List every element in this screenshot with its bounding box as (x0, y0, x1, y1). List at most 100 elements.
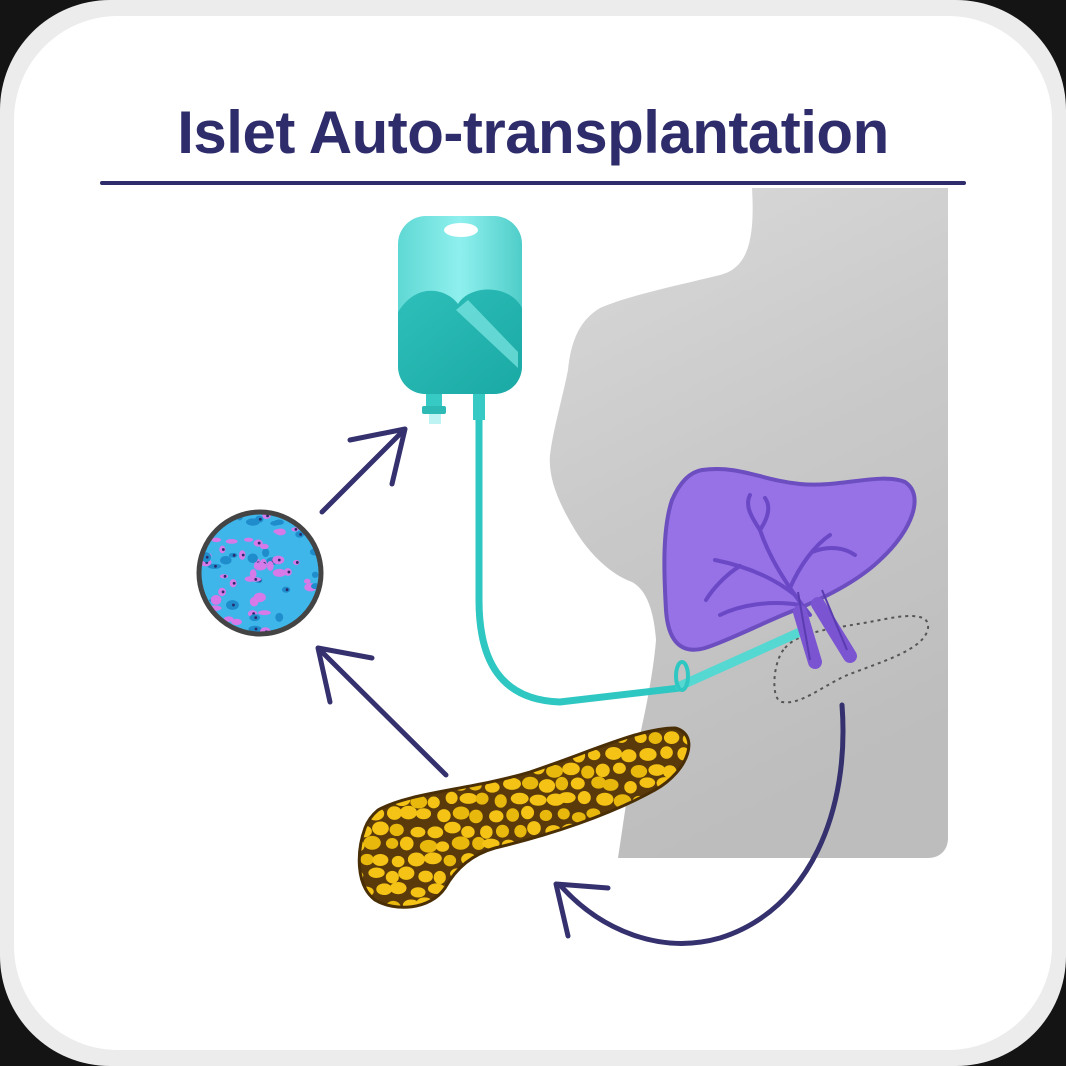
pancreas-lobule (438, 900, 453, 908)
islet-nucleus (258, 517, 262, 521)
pancreas-lobule (440, 733, 456, 747)
pancreas-lobule (506, 808, 520, 822)
islet-nucleus (221, 548, 225, 551)
pancreas-lobule (588, 897, 607, 908)
iv-bag-icon (398, 216, 522, 424)
islet-cell (225, 539, 238, 544)
pancreas-lobule (618, 898, 636, 908)
pancreas-lobule (621, 749, 637, 763)
pancreas-lobule (460, 765, 473, 776)
islet-cell (245, 518, 260, 526)
pancreas-lobule (556, 839, 570, 850)
pancreas-lobule (520, 898, 538, 908)
pancreas-lobule (359, 840, 365, 852)
islet-cell (258, 610, 271, 616)
pancreas-lobule (398, 747, 413, 761)
pancreas-lobule (580, 854, 594, 866)
pancreas-lobule (534, 747, 551, 759)
pancreas-lobule (467, 898, 485, 908)
pancreas-lobule (425, 731, 440, 744)
pancreas-lobule (577, 791, 591, 805)
islet-nucleus (202, 530, 206, 533)
pancreas-lobule (359, 735, 371, 748)
pancreas-lobule (359, 749, 368, 764)
pancreas-lobule (359, 777, 366, 792)
pancreas-lobule (503, 872, 516, 883)
pancreas-lobule (624, 780, 637, 794)
pancreas-lobule (452, 806, 470, 820)
pancreas-lobule (639, 777, 656, 788)
islet-cell (200, 527, 209, 536)
pancreas-lobule (478, 736, 497, 747)
pancreas-lobule (520, 866, 533, 880)
pancreas-lobule (423, 852, 442, 865)
pancreas-lobule (544, 853, 560, 866)
pancreas-lobule (619, 728, 635, 730)
islet-cell (205, 616, 213, 621)
pancreas-lobule (472, 751, 485, 764)
pancreas-lobule (587, 749, 601, 761)
pancreas-lobule (475, 792, 489, 805)
pancreas-lobule (427, 826, 444, 839)
pancreas-lobule (502, 747, 516, 759)
pancreas-lobule (650, 882, 664, 896)
pancreas-lobule (472, 836, 486, 850)
islet-nucleus (232, 581, 236, 585)
pancreas-lobule (648, 732, 663, 745)
pancreas-lobule (522, 776, 539, 790)
islet-cell (301, 621, 311, 632)
islet-cell (216, 515, 224, 520)
pancreas-lobule (482, 838, 500, 849)
pancreas-lobule (660, 746, 673, 759)
pancreas-lobule (595, 763, 610, 778)
pancreas-lobule (410, 826, 426, 838)
pancreas-lobule (607, 717, 620, 727)
islet-nucleus (232, 553, 236, 557)
islet-cell (247, 553, 258, 563)
pancreas-lobule (432, 728, 451, 731)
arrow-body-to-pancreas (553, 702, 846, 946)
pancreas-lobule (511, 734, 525, 749)
pancreas-lobule (557, 808, 570, 820)
pancreas-lobule (510, 792, 529, 805)
pancreas-lobule (386, 806, 402, 820)
pancreas-lobule (555, 776, 569, 791)
pancreas-lobule (427, 796, 440, 809)
pancreas-lobule (521, 805, 535, 820)
islet-cell (223, 616, 234, 622)
pancreas-lobule (461, 826, 475, 838)
islet-cell (211, 537, 222, 543)
islet-nucleus (223, 574, 227, 578)
islet-nucleus (254, 578, 258, 581)
pancreas-lobule (437, 809, 451, 823)
pancreas-lobule (485, 899, 499, 908)
pancreas-lobule (433, 870, 446, 885)
pancreas-lobule (485, 747, 501, 759)
pancreas-lobule (565, 735, 580, 747)
pancreas-lobule (416, 779, 433, 792)
islet-nucleus (232, 603, 235, 607)
pancreas-lobule (605, 747, 622, 760)
pancreas-lobule (455, 897, 468, 908)
pancreas-lobule (503, 777, 521, 790)
pancreas-lobule (359, 728, 365, 732)
pancreas-lobule (555, 868, 571, 881)
diagram-title: Islet Auto-transplantation (177, 99, 889, 166)
pancreas-lobule (682, 886, 689, 898)
pancreas-lobule (376, 883, 393, 896)
pancreas-lobule (359, 898, 364, 908)
pancreas-lobule (443, 854, 457, 867)
pancreas-lobule (381, 777, 398, 788)
pancreas-lobule (648, 764, 666, 776)
pancreas-lobule (538, 900, 551, 908)
pancreas-lobule (484, 781, 500, 793)
pancreas-lobule (376, 735, 389, 748)
pancreas-lobule (389, 735, 407, 747)
pancreas-lobule (408, 764, 422, 777)
pancreas-lobule (359, 807, 368, 819)
islet-cell (260, 543, 269, 550)
pancreas-lobule (572, 869, 586, 884)
islet-cell (273, 528, 285, 535)
pancreas-lobule (570, 777, 585, 790)
